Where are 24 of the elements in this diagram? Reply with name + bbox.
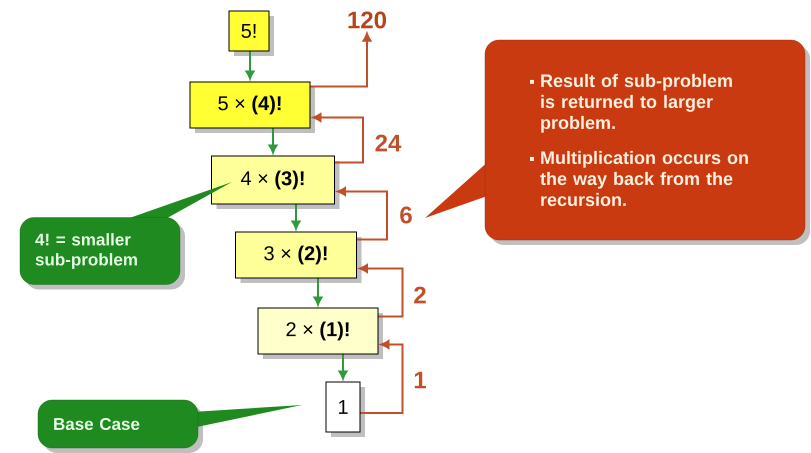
- arrow: [360, 340, 404, 414]
- callout-bubble: Result of sub-problem is returned to larger problem. Multiplication occurs on the way back from the recursion.: [425, 40, 810, 245]
- edge-label: 6: [398, 206, 414, 224]
- callout-bubble: 4! = smaller sub-problem: [20, 182, 232, 290]
- arrow: [314, 278, 322, 306]
- arrow: [338, 354, 348, 380]
- arrow: [312, 113, 364, 164]
- result-value: 120: [348, 12, 386, 28]
- process-box: 3 × (2)!: [235, 232, 362, 283]
- arrow: [292, 204, 300, 230]
- process-box: 5 × (4)!: [190, 82, 315, 133]
- process-box: 5!: [228, 10, 274, 56]
- process-box: 4 × (3)!: [211, 156, 340, 209]
- process-box: 1: [326, 382, 365, 437]
- edge-label: 2: [412, 286, 428, 304]
- arrow: [310, 32, 372, 88]
- callout-bubble: Base Case: [38, 400, 302, 453]
- edge-label: 1: [412, 370, 428, 390]
- arrow: [246, 52, 254, 80]
- arrow: [359, 264, 404, 318]
- arrow: [337, 187, 388, 240]
- arrow: [268, 128, 278, 154]
- edge-label: 24: [374, 134, 402, 152]
- process-box: 2 × (1)!: [258, 308, 383, 359]
